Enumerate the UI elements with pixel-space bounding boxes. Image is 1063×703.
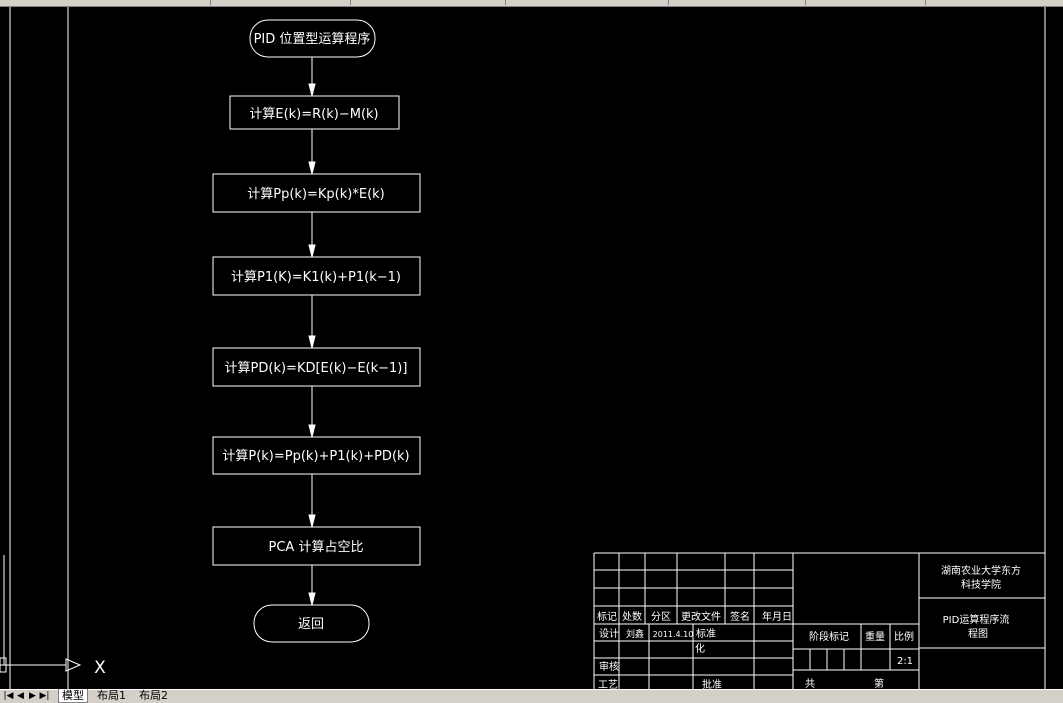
process-step-label: 计算P(k)=Pp(k)+P1(k)+PD(k) bbox=[222, 449, 409, 464]
process-step-label: 计算P1(K)=K1(k)+P1(k−1) bbox=[231, 270, 401, 285]
tb-school-line2: 科技学院 bbox=[961, 578, 1001, 591]
arrow-icon bbox=[308, 244, 316, 258]
arrow-icon bbox=[308, 424, 316, 438]
tb-label-date: 年月日 bbox=[762, 610, 792, 623]
next-tab-button[interactable]: ▶ bbox=[29, 691, 36, 701]
process-box bbox=[229, 95, 400, 130]
arrow-icon bbox=[308, 592, 316, 606]
tb-design-label: 设计 bbox=[599, 627, 619, 640]
process-step-label: 计算PD(k)=KD[E(k)−E(k−1)] bbox=[225, 361, 408, 376]
process-box bbox=[212, 173, 421, 213]
tb-scale-value: 2:1 bbox=[897, 656, 913, 667]
end-terminator bbox=[253, 604, 370, 643]
toolbar-separator bbox=[805, 0, 806, 5]
tb-stage-label: 阶段标记 bbox=[809, 630, 849, 643]
arrow-icon bbox=[308, 161, 316, 175]
process-box bbox=[212, 347, 421, 387]
tb-designer: 刘鑫 bbox=[626, 628, 644, 640]
process-step-label: PCA 计算占空比 bbox=[269, 540, 364, 555]
tab-model[interactable]: 模型 bbox=[58, 689, 88, 703]
tb-review-label: 审核 bbox=[599, 660, 619, 673]
layout-tab-bar: |◀ ◀ ▶ ▶| 模型 布局1 布局2 bbox=[0, 689, 1063, 703]
tb-standard-label-1: 标准 bbox=[696, 628, 716, 640]
first-tab-button[interactable]: |◀ bbox=[3, 691, 14, 701]
process-step-label: 计算Pp(k)=Kp(k)*E(k) bbox=[247, 187, 385, 202]
tab-layout2[interactable]: 布局2 bbox=[139, 689, 168, 702]
toolbar-separator bbox=[505, 0, 506, 5]
tb-page-label: 第 bbox=[874, 677, 884, 689]
tb-label-mark: 标记 bbox=[597, 611, 617, 623]
arrow-icon bbox=[308, 514, 316, 528]
tb-date: 2011.4.10 bbox=[653, 630, 694, 639]
tb-label-signature: 签名 bbox=[730, 610, 750, 623]
arrow-icon bbox=[308, 335, 316, 349]
prev-tab-button[interactable]: ◀ bbox=[17, 691, 24, 701]
tab-layout1[interactable]: 布局1 bbox=[97, 689, 126, 702]
start-label: PID 位置型运算程序 bbox=[254, 32, 371, 47]
start-terminator bbox=[249, 19, 376, 58]
process-box bbox=[212, 436, 421, 475]
tb-label-count: 处数 bbox=[622, 610, 642, 623]
toolbar-separator bbox=[925, 0, 926, 5]
flow-connectors bbox=[308, 57, 316, 606]
last-tab-button[interactable]: ▶| bbox=[39, 691, 50, 701]
ucs-x-label: X bbox=[94, 658, 106, 678]
tb-process-label: 工艺 bbox=[598, 679, 618, 689]
process-box bbox=[212, 526, 421, 566]
process-box bbox=[212, 256, 421, 296]
tb-label-change-doc: 更改文件 bbox=[681, 610, 721, 623]
tb-standard-label-2: 化 bbox=[695, 642, 705, 655]
tb-drawing-title-line2: 程图 bbox=[968, 628, 988, 640]
arrow-icon bbox=[308, 83, 316, 97]
tb-scale-label: 比例 bbox=[894, 630, 914, 643]
title-block-grid bbox=[593, 552, 1045, 689]
toolbar-separator bbox=[668, 0, 669, 5]
toolbar-separator bbox=[210, 0, 211, 5]
tb-weight-label: 重量 bbox=[865, 630, 885, 643]
tb-school-line1: 湖南农业大学东方 bbox=[941, 564, 1021, 577]
top-toolbar-strip bbox=[0, 0, 1063, 7]
tb-drawing-title-line1: PID运算程序流 bbox=[943, 613, 1010, 626]
toolbar-separator bbox=[350, 0, 351, 5]
process-step-label: 计算E(k)=R(k)−M(k) bbox=[249, 107, 378, 122]
tb-total-label: 共 bbox=[805, 678, 815, 689]
ucs-icon bbox=[0, 555, 82, 673]
tb-approve-label: 批准 bbox=[702, 678, 722, 689]
end-label: 返回 bbox=[298, 617, 324, 632]
drawing-canvas[interactable]: PID 位置型运算程序 计算E(k)=R(k)−M(k) 计算Pp(k)=Kp(… bbox=[0, 7, 1063, 691]
tb-label-zone: 分区 bbox=[651, 611, 671, 623]
